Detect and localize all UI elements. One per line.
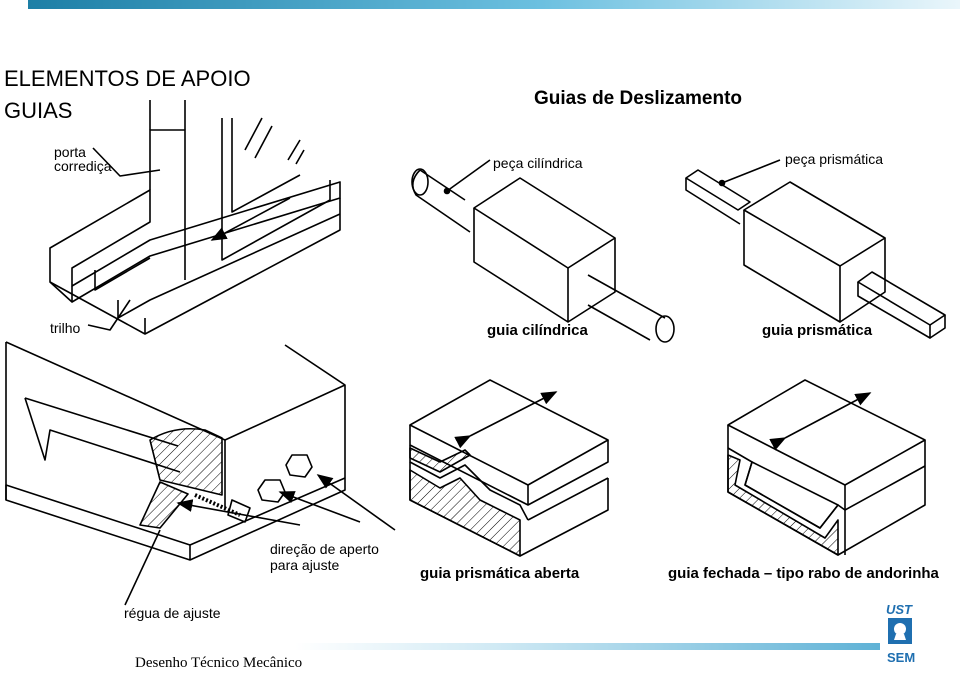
caption-guia-cilindrica: guia cilíndrica	[487, 322, 588, 339]
label-trilho: trilho	[50, 320, 81, 336]
label-peca-cilindrica: peça cilíndrica	[493, 155, 583, 171]
caption-guia-prismatica-aberta: guia prismática aberta	[420, 565, 580, 582]
section-heading: Guias de Deslizamento	[534, 88, 743, 109]
caption-guia-prismatica: guia prismática	[762, 322, 873, 339]
label-porta: porta	[54, 144, 86, 160]
label-regua: régua de ajuste	[124, 605, 221, 621]
bottom-accent-bar	[295, 643, 880, 650]
adjustment-ruler-drawing	[5, 341, 396, 606]
logo-top-text: UST	[886, 602, 913, 617]
dovetail-guide-drawing	[727, 379, 926, 556]
prismatic-guide-drawing	[685, 159, 946, 339]
label-corredica: corrediça	[54, 158, 112, 174]
sliding-door-rail-drawing	[49, 100, 341, 335]
ust-sem-logo: UST SEM	[884, 600, 928, 670]
page-title: ELEMENTOS DE APOIO	[4, 66, 251, 91]
page-subtitle: GUIAS	[4, 98, 73, 123]
label-direcao: direção de aperto	[270, 541, 379, 557]
footer-text: Desenho Técnico Mecânico	[135, 655, 303, 671]
caption-guia-fechada: guia fechada – tipo rabo de andorinha	[668, 565, 939, 582]
top-accent-bar	[28, 0, 960, 9]
label-para-ajuste: para ajuste	[270, 557, 340, 573]
cylindrical-guide-drawing	[411, 159, 675, 343]
label-peca-prismatica: peça prismática	[785, 151, 884, 167]
logo-bottom-text: SEM	[887, 650, 915, 665]
open-prismatic-guide-drawing	[409, 379, 609, 557]
